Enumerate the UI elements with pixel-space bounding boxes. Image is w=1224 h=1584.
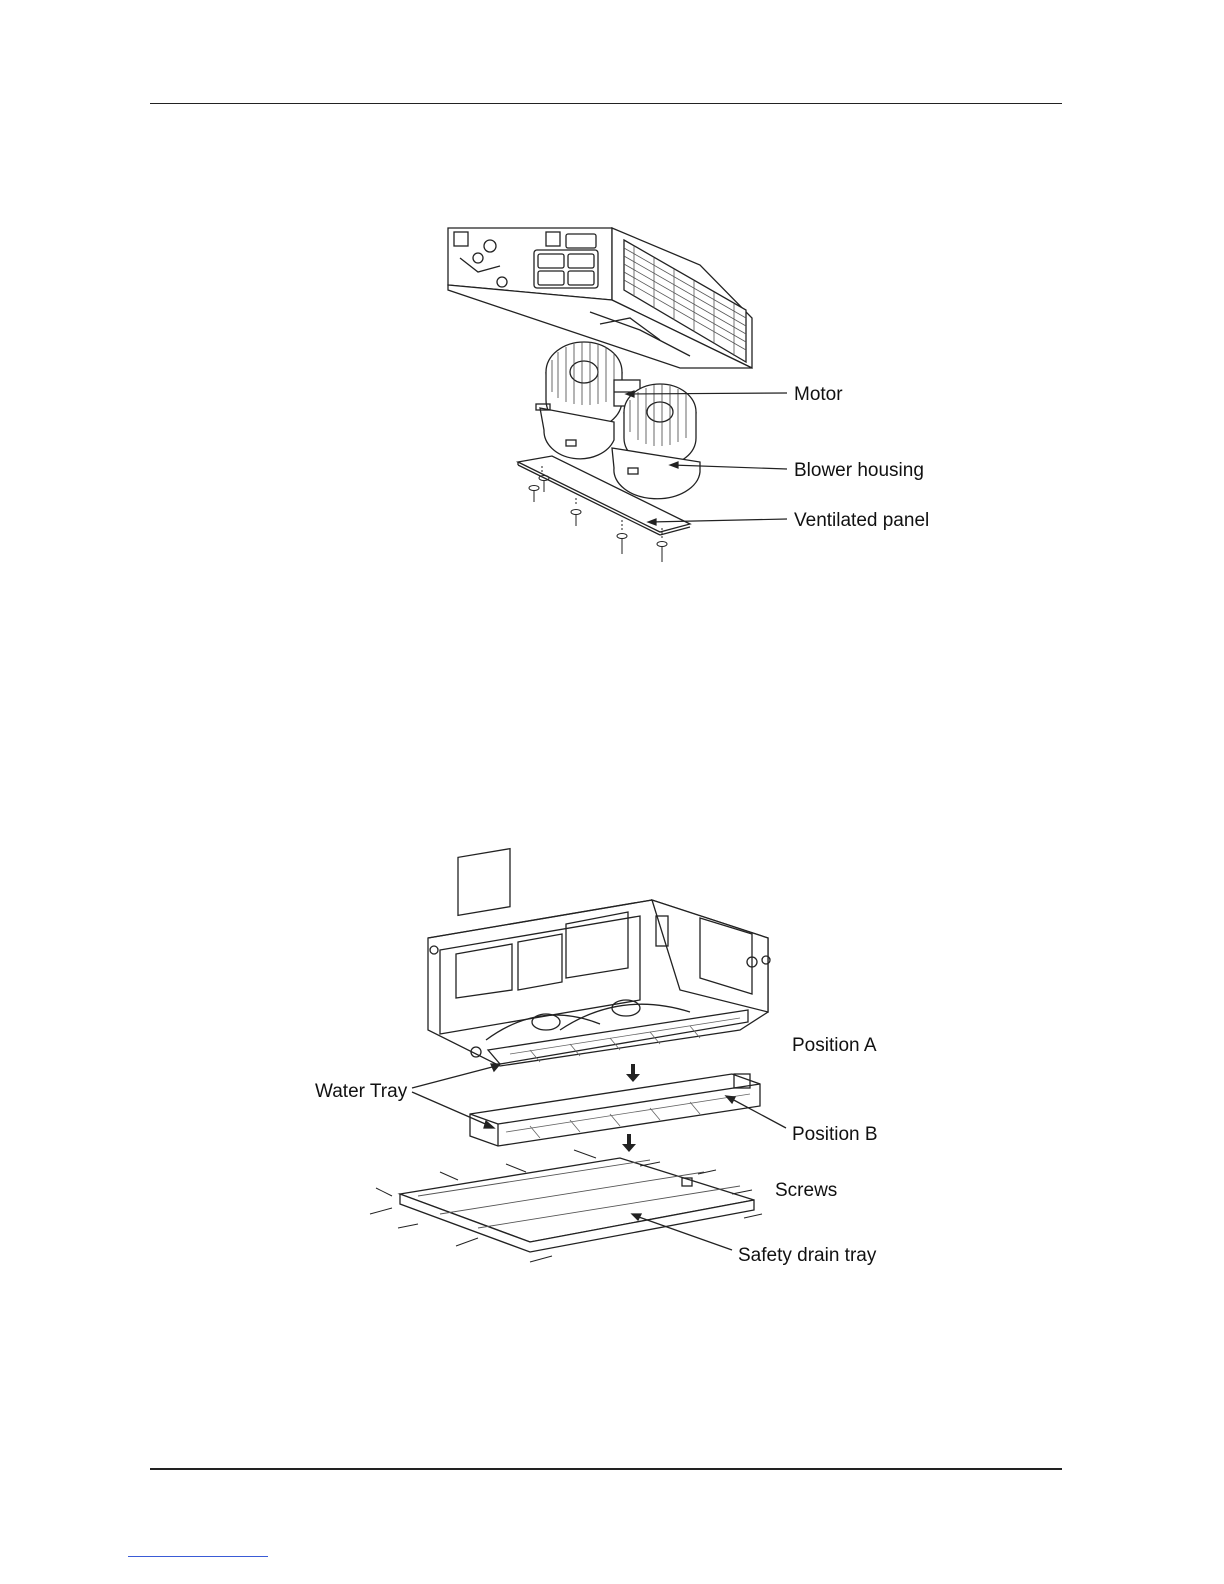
safety-drain-tray-leader xyxy=(636,1216,732,1250)
blower-exploded-diagram: Motor Blower housing Ventilated panel xyxy=(0,0,1224,640)
blower-housing-label: Blower housing xyxy=(794,460,924,481)
position-b-label: Position B xyxy=(792,1124,878,1145)
indoor-unit-body-2 xyxy=(428,849,770,1066)
screws-label: Screws xyxy=(775,1180,837,1201)
water-tray-leader-a xyxy=(412,1066,496,1088)
safety-drain-tray-label: Safety drain tray xyxy=(738,1245,877,1266)
water-tray-label: Water Tray xyxy=(315,1081,408,1102)
water-tray xyxy=(470,1074,760,1146)
ventilated-panel-label: Ventilated panel xyxy=(794,510,929,531)
tray-screws xyxy=(370,1150,762,1262)
safety-drain-tray xyxy=(400,1158,754,1252)
footer-link-underline[interactable] xyxy=(128,1556,268,1557)
water-tray-leader-b xyxy=(412,1092,490,1126)
position-b-leader xyxy=(730,1098,786,1128)
footer-rule xyxy=(150,1468,1062,1470)
motor-label: Motor xyxy=(794,384,843,405)
down-arrows xyxy=(622,1064,640,1152)
position-a-label: Position A xyxy=(792,1035,877,1056)
